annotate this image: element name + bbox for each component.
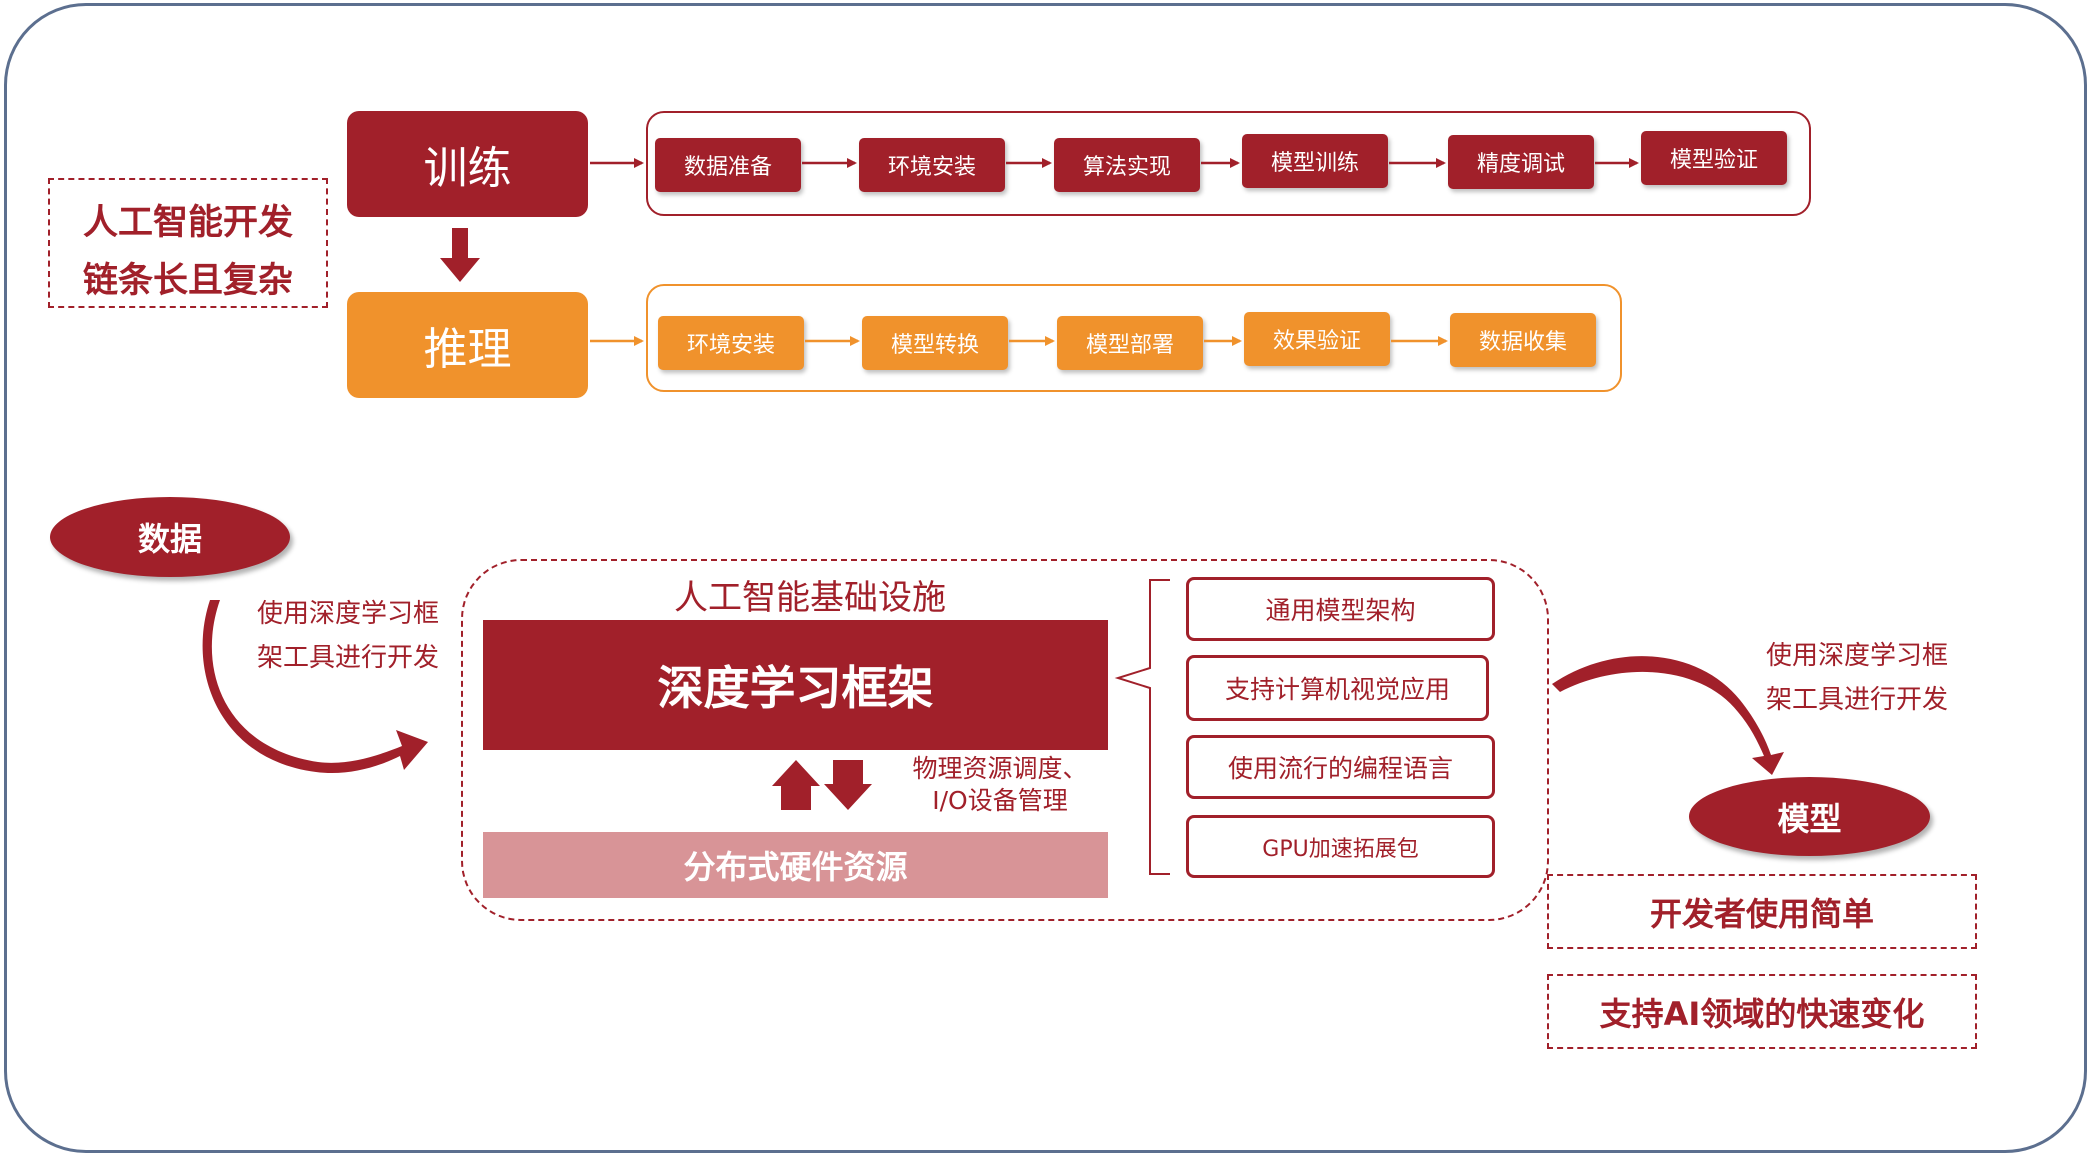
model-node: 模型 [1689,777,1930,856]
left-note-line-1: 使用深度学习框 [257,599,440,629]
training-step-data-prep: 数据准备 [655,138,801,192]
io-line-2: I/O设备管理 [932,786,1068,815]
summary-line-2: 链条长且复杂 [82,261,293,301]
left-note: 使用深度学习框 架工具进行开发 [257,592,439,680]
training-step-model-train: 模型训练 [1242,134,1388,188]
training-step-precision-tune: 精度调试 [1448,135,1594,189]
infrastructure-frame [461,559,1549,921]
data-curved-arrow [202,600,428,774]
inference-step-model-convert: 模型转换 [862,316,1008,370]
result-fast-ai-change: 支持AI领域的快速变化 [1547,974,1977,1049]
io-line-1: 物理资源调度、 [912,754,1088,783]
inference-box: 推理 [347,292,588,398]
inference-step-model-deploy: 模型部署 [1057,316,1203,370]
data-node: 数据 [50,497,290,577]
inference-step-effect-verify: 效果验证 [1244,312,1390,366]
summary-box: 人工智能开发 链条长且复杂 [48,178,328,308]
right-note-line-1: 使用深度学习框 [1766,641,1949,671]
feature-brace [1114,579,1170,875]
feature-general-architecture: 通用模型架构 [1186,577,1495,641]
up-arrow-icon [772,760,820,810]
inference-pipeline-frame [646,284,1622,392]
right-note-line-2: 架工具进行开发 [1766,685,1949,715]
training-box: 训练 [347,111,588,217]
left-note-line-2: 架工具进行开发 [257,643,440,673]
inference-step-data-collect: 数据收集 [1450,313,1596,367]
deep-learning-framework-box: 深度学习框架 [483,620,1108,750]
training-step-env-install: 环境安装 [859,138,1005,192]
down-arrow-icon [824,760,872,810]
training-pipeline-frame [646,111,1811,216]
training-to-inference-arrow [440,228,480,282]
result-easy-to-use: 开发者使用简单 [1547,874,1977,949]
training-step-model-verify: 模型验证 [1641,131,1787,185]
io-management-text: 物理资源调度、 I/O设备管理 [860,753,1140,817]
summary-line-1: 人工智能开发 [82,203,293,243]
right-note: 使用深度学习框 架工具进行开发 [1766,634,1948,722]
feature-gpu-extension: GPU加速拓展包 [1186,815,1495,878]
feature-computer-vision: 支持计算机视觉应用 [1186,655,1489,721]
distributed-hardware-box: 分布式硬件资源 [483,832,1108,898]
model-curved-arrow [1552,656,1784,775]
infrastructure-title: 人工智能基础设施 [674,578,946,618]
outer-frame [4,3,2087,1153]
inference-step-env-install: 环境安装 [658,316,804,370]
training-step-algorithm: 算法实现 [1054,138,1200,192]
feature-popular-languages: 使用流行的编程语言 [1186,735,1495,799]
